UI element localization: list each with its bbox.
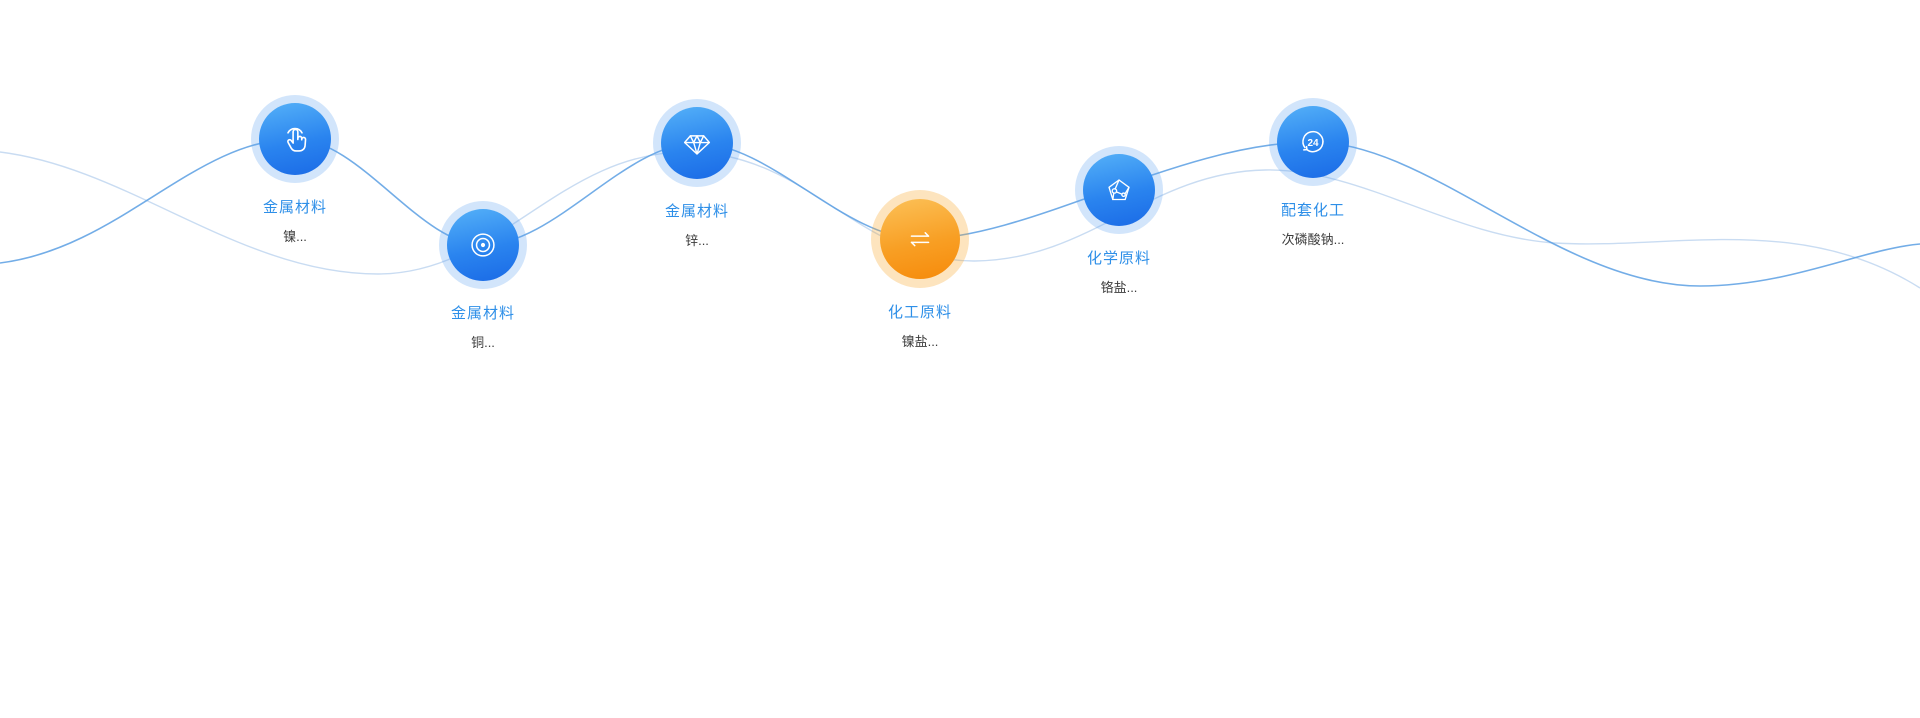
24-hour-label: 24 [1307,138,1319,149]
node-circle[interactable] [447,209,519,281]
category-node-supporting-chemicals[interactable]: 24 配套化工 次磷酸钠... [1228,98,1398,248]
tap-finger-icon [287,127,307,152]
node-halo [1075,146,1163,234]
24-hour-service-icon: 24 [1302,131,1324,153]
category-title[interactable]: 金属材料 [664,203,729,220]
category-subtitle: 镍盐... [901,334,939,349]
category-title[interactable]: 配套化工 [1280,202,1345,219]
signal-rings-icon [471,233,495,257]
exchange-arrows-icon [910,232,930,247]
wave-secondary-line [0,151,1920,289]
node-halo: 24 [1269,98,1357,186]
category-node-metal-copper[interactable]: 金属材料 铜... [398,201,568,351]
node-circle[interactable] [661,107,733,179]
category-title[interactable]: 金属材料 [450,305,515,322]
category-node-metal-nickel[interactable]: 金属材料 镍... [210,95,380,245]
node-halo [439,201,527,289]
category-title[interactable]: 金属材料 [262,199,327,216]
node-halo [871,190,969,288]
category-subtitle: 铜... [471,335,495,350]
category-node-chemical-chromium-salt[interactable]: 化学原料 铬盐... [1034,146,1204,296]
category-subtitle: 次磷酸钠... [1281,232,1345,247]
category-subtitle: 锌... [685,233,709,248]
category-node-metal-zinc[interactable]: 金属材料 锌... [612,99,782,249]
category-node-chemical-nickel-salt[interactable]: 化工原料 镍盐... [835,190,1005,350]
category-subtitle: 镍... [283,229,307,244]
category-subtitle: 铬盐... [1100,280,1138,295]
node-circle[interactable] [1083,154,1155,226]
node-circle[interactable]: 24 [1277,106,1349,178]
molecule-pentagon-icon [1108,179,1130,201]
diamond-gem-icon [683,135,711,155]
category-title[interactable]: 化学原料 [1086,250,1151,267]
node-circle[interactable] [259,103,331,175]
node-circle[interactable] [880,199,960,279]
node-halo [653,99,741,187]
node-halo [251,95,339,183]
category-title[interactable]: 化工原料 [887,304,952,321]
